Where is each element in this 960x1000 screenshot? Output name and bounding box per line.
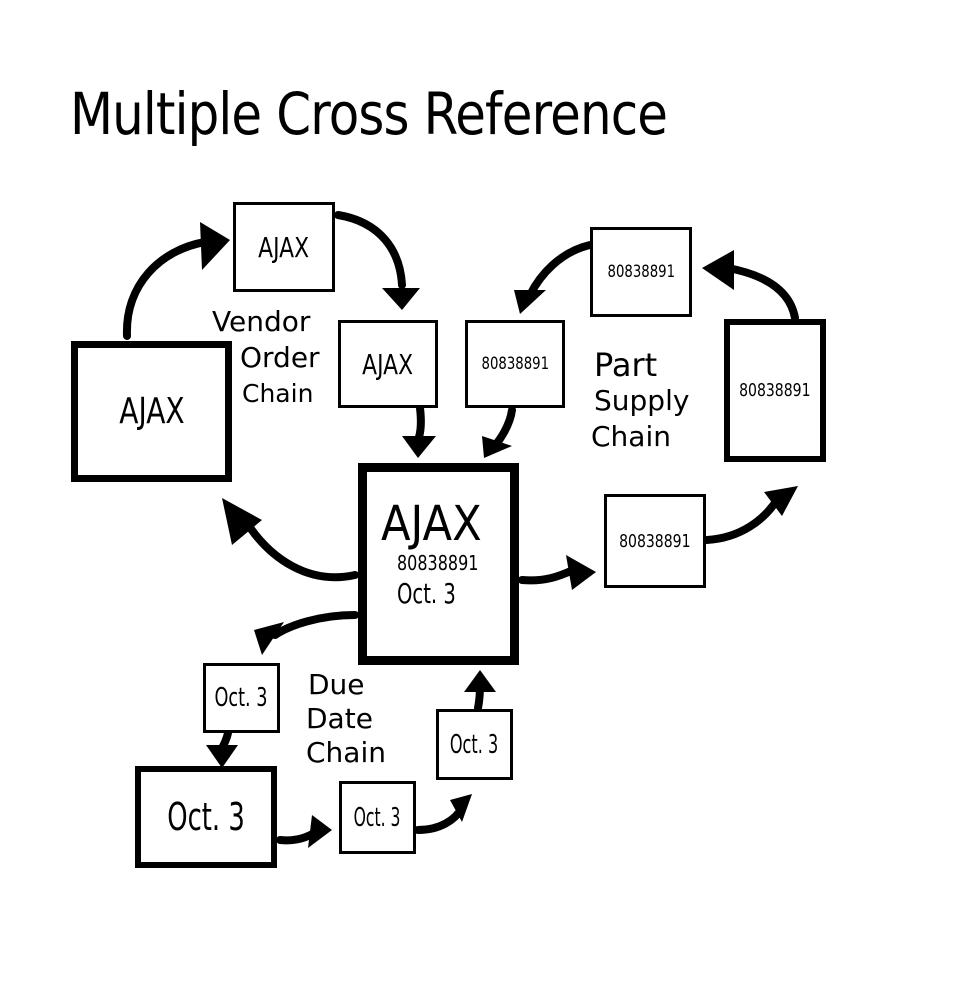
center-part: 80838891 [397,551,479,575]
arrowhead [566,555,596,590]
vendor-chain-label-line: Order [240,341,320,374]
vendor-box-top: AJAX [233,202,335,292]
date-box-large-label: Oct. 3 [167,795,245,839]
arrowhead [464,670,496,692]
due-date-chain-label: Due Date Chain [306,668,386,770]
arrow-part-left-to-center [491,406,516,449]
arrowhead [206,745,238,768]
part-box-top-label: 80838891 [607,262,675,282]
part-box-top: 80838891 [590,227,692,317]
date-box-a: Oct. 3 [203,663,280,733]
vendor-chain-label-line: Vendor [212,305,311,338]
vendor-box-mid-label: AJAX [362,347,414,381]
part-chain-label: Part Supply Chain [591,346,690,455]
part-box-lower-label: 80838891 [619,530,691,552]
date-box-up-label: Oct. 3 [450,729,499,760]
arrow-vendor-top-to-mid [334,211,406,289]
date-box-a-label: Oct. 3 [214,683,269,713]
page-title: Multiple Cross Reference [70,80,668,148]
part-box-left: 80838891 [465,320,565,408]
vendor-box-top-label: AJAX [258,230,310,264]
vendor-chain-label-line: Chain [242,379,314,408]
arrow-center-to-vendor-big [241,516,359,582]
arrowhead [702,250,734,290]
part-box-lower: 80838891 [604,494,706,588]
vendor-chain-label: Vendor Order Chain [212,304,320,412]
arrowhead [308,815,332,848]
center-date: Oct. 3 [397,577,456,610]
arrowhead [222,498,262,545]
part-chain-label-line: Chain [591,420,671,453]
arrowhead [450,794,472,822]
vendor-box-large: AJAX [71,341,232,482]
due-date-chain-label-line: Chain [306,736,386,769]
part-chain-label-line: Part [594,346,658,384]
arrow-vendor-mid-to-center [414,404,425,444]
part-box-left-label: 80838891 [481,354,549,374]
date-box-up: Oct. 3 [436,709,513,780]
arrowhead [200,222,230,270]
arrowhead [402,436,436,458]
arrow-part-box-to-tall [703,494,782,544]
center-vendor: AJAX [381,496,482,552]
arrow-date-small-to-up [414,804,466,834]
arrow-part-tall-to-top [724,264,799,322]
arrowhead [482,436,512,458]
arrowhead [254,622,284,655]
arrowhead [764,486,798,516]
date-box-small: Oct. 3 [339,781,416,854]
vendor-box-mid: AJAX [338,320,438,408]
arrow-part-out [518,566,577,585]
due-date-chain-label-line: Date [306,702,373,735]
vendor-box-large-label: AJAX [118,391,185,432]
part-box-tall: 80838891 [724,319,826,462]
arrowhead [382,288,420,310]
date-box-large: Oct. 3 [135,766,277,868]
part-box-tall-label: 80838891 [739,380,811,401]
arrowhead [514,290,546,314]
arrow-part-top-to-left [526,241,594,299]
arrow-center-to-date-a [271,611,359,639]
date-box-small-label: Oct. 3 [354,802,401,833]
arrow-vendor-big-to-top [122,238,209,340]
due-date-chain-label-line: Due [308,668,365,701]
part-chain-label-line: Supply [594,384,690,417]
center-box: AJAX 80838891 Oct. 3 [358,463,519,665]
